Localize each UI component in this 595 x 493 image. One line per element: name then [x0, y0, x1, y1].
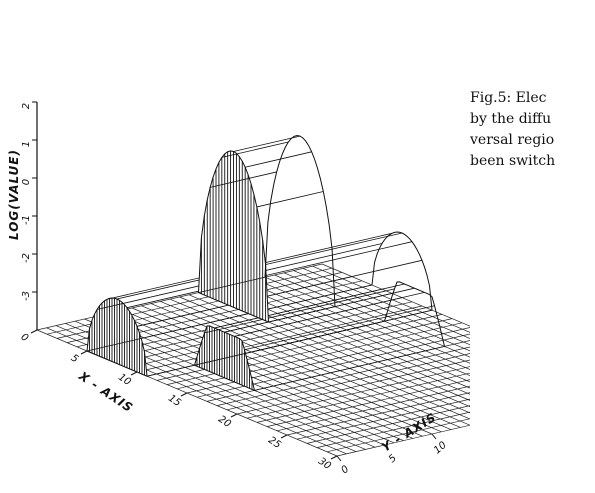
x-tick-label: 10	[116, 372, 133, 388]
caption-line: been switch	[470, 153, 556, 169]
y-axis-label: Y - AXIS	[379, 410, 439, 455]
surface-ridge	[194, 320, 385, 366]
surface-outline	[264, 135, 336, 307]
surface-ridge	[204, 288, 395, 334]
caption-line: versal regio	[470, 132, 555, 148]
x-tick-label: 5	[69, 353, 80, 366]
grid-line	[226, 353, 470, 411]
caption-line: Fig.5: Elec	[470, 90, 547, 106]
x-tick-mark	[180, 392, 188, 397]
surface-outline	[384, 281, 445, 347]
surface-outline	[371, 231, 433, 311]
z-tick-label: -2	[21, 253, 32, 263]
y-tick-mark	[384, 444, 389, 451]
surface-ridge	[126, 241, 413, 309]
z-tick-label: 2	[21, 103, 32, 109]
z-axis: -3 -2 -1 0 1 2	[21, 101, 38, 330]
surface-ridge	[233, 135, 301, 152]
surface-ridge	[234, 292, 425, 337]
y-tick-label: 5	[387, 453, 399, 466]
surface-ridge	[254, 346, 445, 391]
z-axis-label: LOG(VALUE)	[7, 149, 21, 240]
y-tick-mark	[431, 433, 437, 440]
x-tick-label: 20	[216, 414, 233, 430]
y-tick-label: 10	[432, 440, 449, 457]
surface-ridge	[245, 151, 312, 168]
figure-caption: Fig.5: Elec by the diffu versal regio be…	[470, 88, 595, 172]
y-tick-mark	[336, 455, 342, 462]
x-axis: 0 5 10 15 20 25 30	[19, 329, 338, 472]
z-tick-label: 1	[21, 141, 32, 147]
surface-ridge	[214, 283, 405, 329]
x-tick-mark	[330, 455, 338, 460]
grid-line	[256, 372, 470, 423]
x-tick-label: 30	[316, 456, 333, 472]
x-tick-mark	[230, 413, 238, 418]
x-tick-mark	[80, 350, 88, 355]
surface-ridge	[268, 306, 336, 323]
x-tick-label: 0	[19, 332, 30, 345]
z-tick-label: -3	[21, 291, 32, 301]
grid-line	[246, 366, 470, 419]
surface-ridge	[198, 276, 266, 293]
x-tick-label: 25	[266, 435, 283, 451]
surface-ridge	[136, 259, 423, 327]
y-tick-label: 0	[339, 464, 351, 477]
surface-ridge	[86, 284, 373, 352]
surface-walls	[86, 135, 445, 392]
surface-ridge	[210, 171, 277, 188]
x-tick-mark	[30, 329, 38, 334]
z-tick-label: -1	[21, 215, 32, 225]
x-tick-label: 15	[166, 393, 183, 409]
z-tick-label: 0	[21, 179, 32, 185]
surface-ridge	[244, 305, 435, 351]
surface-ridge	[221, 141, 289, 158]
x-tick-mark	[130, 371, 138, 376]
x-tick-mark	[280, 434, 288, 439]
caption-line: by the diffu	[470, 111, 552, 127]
surface-ridge	[256, 191, 324, 208]
grid-line	[302, 268, 470, 339]
